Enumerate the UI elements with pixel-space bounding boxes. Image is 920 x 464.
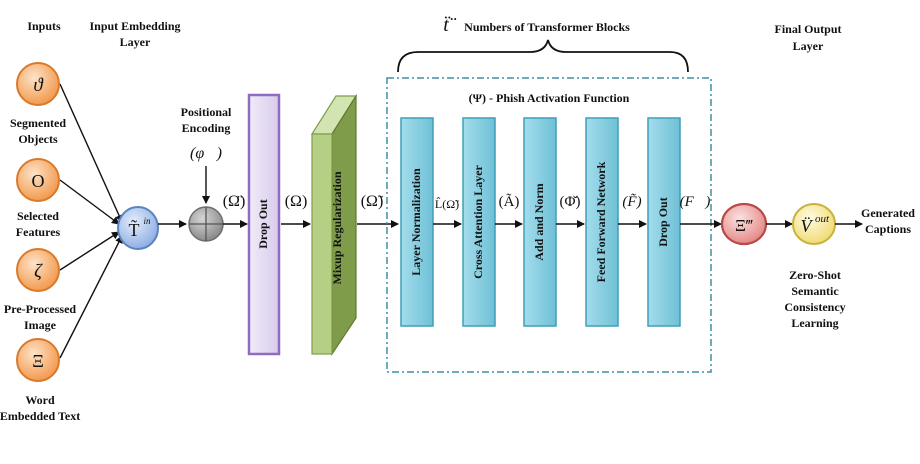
edge-label-after-attention: (Ã) <box>499 194 520 210</box>
feed-forward-block: Feed Forward Network <box>585 117 619 327</box>
final-output-header-line2: Layer <box>793 39 824 53</box>
edge-features-to-embedding <box>59 179 120 225</box>
edge-image-to-embedding <box>59 231 120 271</box>
edge-label-after-layernorm: L̂(Ω̃) <box>435 197 459 211</box>
input-label: Features <box>16 225 61 239</box>
edge-segmented-to-embedding <box>59 83 123 223</box>
vout-symbol: V̈ <box>801 216 814 236</box>
edge-label-after-ffn: (F̃) <box>622 194 641 210</box>
final-output-header-line1: Final Output <box>774 22 841 36</box>
input-label: Pre-Processed <box>4 302 77 316</box>
input-node-selected-features: O <box>16 158 60 202</box>
vout-superscript: out <box>815 213 830 225</box>
positional-label-line2: Encoding <box>182 121 231 135</box>
positional-symbol: (φ⃗) <box>190 145 222 162</box>
edge-label-after-add: (Ω̈) <box>223 193 246 210</box>
inputs-header: Inputs <box>27 19 61 33</box>
input-label: Objects <box>18 132 58 146</box>
input-symbol: ζ <box>34 261 43 282</box>
add-node <box>188 206 224 242</box>
positional-label-line1: Positional <box>181 105 232 119</box>
dropout-label: Drop Out <box>256 199 270 248</box>
edge-label-after-dropout2: (F⃗) <box>680 194 711 210</box>
feed-forward-label: Feed Forward Network <box>594 161 608 282</box>
embedding-symbol: T̃ <box>129 218 140 240</box>
edge-text-to-embedding <box>59 235 123 359</box>
dropout2-block: Drop Out <box>647 117 681 327</box>
input-label: Image <box>24 318 57 332</box>
input-symbol: ϑ <box>33 75 44 96</box>
input-symbol: Ξ <box>32 351 44 371</box>
embedding-header-line2: Layer <box>120 35 151 49</box>
add-and-norm-block: Add and Norm <box>523 117 557 327</box>
embedding-superscript: in <box>143 216 151 226</box>
input-node-word-embedded-text: Ξ <box>16 338 60 382</box>
input-node-segmented-objects: ϑ <box>16 62 60 106</box>
transformer-count-header: Numbers of Transformer Blocks <box>464 20 630 34</box>
layer-normalization-block: Layer Normalization <box>400 117 434 327</box>
add-and-norm-label: Add and Norm <box>532 183 546 260</box>
dropout2-label: Drop Out <box>656 197 670 246</box>
dropout-block: Drop Out <box>247 93 281 356</box>
cross-attention-label: Cross Attention Layer <box>471 164 485 278</box>
input-label: Embedded Text <box>0 409 80 423</box>
mixup-label: Mixup Regularization <box>330 171 344 284</box>
cross-attention-block: Cross Attention Layer <box>462 117 496 327</box>
layer-normalization-label: Layer Normalization <box>409 168 423 276</box>
zero-shot-line2: Semantic <box>791 284 839 298</box>
transformer-count-symbol: ẗ̈ <box>443 14 457 36</box>
zero-shot-line3: Consistency <box>784 300 845 314</box>
xi-node: Ξ‴ <box>720 202 768 246</box>
embedding-node: T̃ in <box>117 206 159 250</box>
output-label-line1: Generated <box>861 206 915 220</box>
mixup-block: Mixup Regularization <box>310 93 358 356</box>
transformer-brace <box>397 39 689 73</box>
input-label: Selected <box>17 209 59 223</box>
embedding-header-line1: Input Embedding <box>89 19 180 33</box>
zero-shot-line1: Zero-Shot <box>789 268 841 282</box>
output-label-line2: Captions <box>865 222 911 236</box>
edge-label-after-addnorm: (Φ̌) <box>560 194 581 210</box>
input-label: Word <box>25 393 55 407</box>
edge-label-after-dropout: (Ω) <box>285 193 308 210</box>
vout-node: V̈ out <box>792 203 836 245</box>
input-node-preprocessed-image: ζ <box>16 248 60 292</box>
activation-label: (Ψ) - Phish Activation Function <box>469 91 630 105</box>
xi-symbol: Ξ‴ <box>735 216 753 235</box>
transformer-block-container <box>386 77 712 373</box>
input-symbol: O <box>32 171 45 191</box>
edge-label-after-mixup: (Ω̃) <box>361 193 384 210</box>
zero-shot-line4: Learning <box>791 316 838 330</box>
input-label: Segmented <box>10 116 66 130</box>
